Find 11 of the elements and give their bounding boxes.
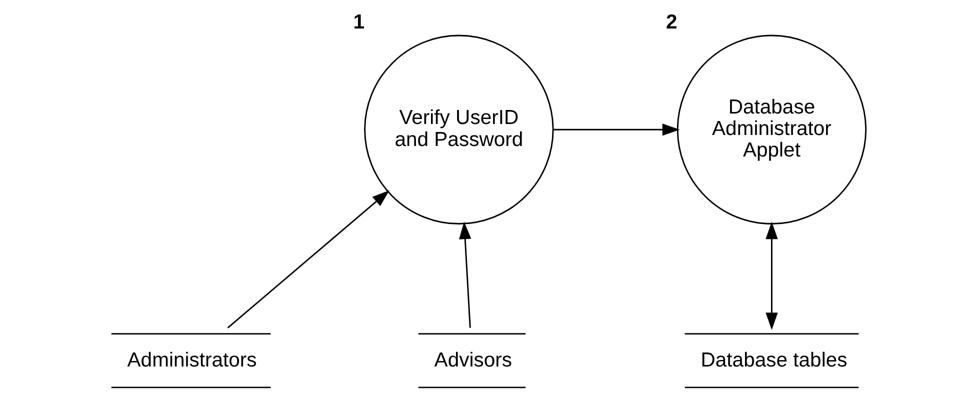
node-circle: Verify UserID and Password [364,34,554,224]
node-text: Administrators [126,350,256,372]
node-label: 2 [666,12,677,34]
node-text: Database tables [700,350,847,372]
node-circle: Database Administrator Applet [676,34,866,224]
arrow [553,124,680,136]
node-label: 1 [352,12,364,34]
arrow [458,222,471,328]
arrow [226,190,390,328]
arrow [765,222,778,330]
node-text: Advisors [434,350,512,372]
